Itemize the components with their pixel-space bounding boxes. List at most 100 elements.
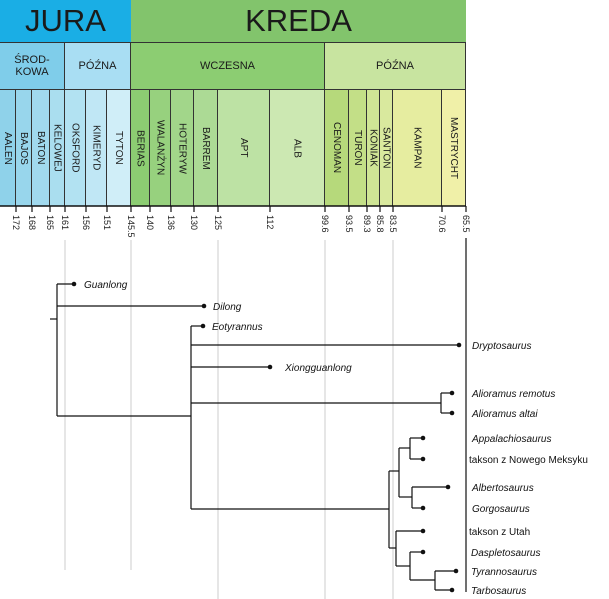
stage-15-label: KONIAK [367, 129, 379, 167]
tip-dot [71, 281, 77, 287]
tick-label: 161 [60, 215, 70, 231]
taxon-label: Alioramus altai [471, 409, 538, 420]
stage-3: KELOWEJ [50, 90, 65, 206]
stage-4: OKSFORD [65, 90, 86, 206]
epoch-0: ŚROD- KOWA [0, 43, 65, 90]
stage-7-label: BERIAS [134, 129, 146, 167]
stage-10: BARREM [194, 90, 218, 206]
tick-label: 145.5 [126, 215, 136, 238]
stage-0-label: AALEN [2, 131, 13, 165]
stage-0: AALEN [0, 90, 16, 206]
stage-17: KAMPAN [393, 90, 442, 206]
tip-dot [420, 505, 426, 511]
stage-18-label: MASTRYCHT [448, 116, 459, 180]
tip-dot [267, 364, 273, 370]
tick-label: 125 [213, 215, 223, 231]
taxon-label: Eotyrannus [212, 322, 263, 333]
tick-label: 89.3 [362, 215, 372, 233]
stage-11-label: APT [238, 138, 249, 158]
stage-9: HOTERYW [171, 90, 194, 206]
stage-15: KONIAK [367, 90, 380, 206]
taxon-label: Tarbosaurus [471, 586, 526, 597]
taxon-label: Dryptosaurus [472, 341, 531, 352]
period-1-label: KREDA [245, 3, 352, 38]
stage-8: WALANŻYN [150, 90, 171, 206]
stage-1: BAJOS [16, 90, 32, 206]
tick-label: 165 [45, 215, 55, 231]
epoch-1: PÓŹNA [65, 43, 131, 90]
stage-8-label: WALANŻYN [154, 120, 166, 176]
stage-2-label: BATON [35, 131, 46, 165]
stage-16-label: SANTON [380, 127, 392, 169]
stage-2: BATON [32, 90, 50, 206]
tip-dot [456, 342, 462, 348]
stage-12-label: ALB [291, 138, 303, 158]
stage-6: TYTON [107, 90, 131, 206]
period-1: KREDA [131, 0, 466, 43]
epoch-2-label: WCZESNA [200, 60, 255, 72]
taxon-label: takson z Nowego Meksyku [469, 455, 588, 466]
tick-label: 140 [145, 215, 155, 231]
epoch-3: PÓŹNA [325, 43, 466, 90]
stage-5-label: KIMERYD [90, 125, 102, 171]
stage-9-label: HOTERYW [176, 122, 188, 174]
stage-11: APT [218, 90, 270, 206]
stage-16: SANTON [380, 90, 393, 206]
tick-label: 168 [27, 215, 37, 231]
stage-12: ALB [270, 90, 325, 206]
tick-label: 136 [166, 215, 176, 231]
taxon-label: Gorgosaurus [472, 504, 530, 515]
stage-10-label: BARREM [200, 126, 211, 170]
stage-13: CENOMAN [325, 90, 349, 206]
tip-dot [420, 435, 426, 441]
tip-dot [420, 456, 426, 462]
tick-label: 130 [189, 215, 199, 231]
taxon-label: Xiongguanlong [284, 363, 352, 374]
tick-label: 172 [11, 215, 21, 231]
taxon-label: Alioramus remotus [471, 389, 555, 400]
period-0-label: JURA [25, 3, 106, 38]
tick-label: 70.6 [437, 215, 447, 233]
stage-4-label: OKSFORD [69, 123, 81, 173]
stage-6-label: TYTON [113, 131, 124, 165]
stage-5: KIMERYD [86, 90, 107, 206]
taxon-label: Dilong [213, 302, 242, 313]
period-0: JURA [0, 0, 131, 43]
taxon-label: Guanlong [84, 280, 128, 291]
stage-18: MASTRYCHT [442, 90, 466, 206]
tip-dot [449, 587, 455, 593]
epoch-1-label: PÓŹNA [78, 60, 117, 72]
tip-dot [201, 303, 207, 309]
tip-dot [449, 410, 455, 416]
tip-dot [453, 568, 459, 574]
tip-dot [449, 390, 455, 396]
taxon-label: Appalachiosaurus [471, 434, 552, 445]
stage-14: TURON [349, 90, 367, 206]
tip-dot [420, 549, 426, 555]
epoch-0-label: ŚROD- KOWA [14, 54, 50, 78]
tick-label: 156 [81, 215, 91, 231]
tip-dot [445, 484, 451, 490]
tick-label: 99.6 [320, 215, 330, 233]
epoch-2: WCZESNA [131, 43, 325, 90]
stage-1-label: BAJOS [18, 131, 29, 165]
tick-label: 65.5 [461, 215, 471, 233]
stage-7: BERIAS [131, 90, 150, 206]
taxon-label: Albertosaurus [471, 483, 534, 494]
taxon-label: Daspletosaurus [471, 548, 540, 559]
stage-14-label: TURON [352, 130, 363, 166]
stage-13-label: CENOMAN [331, 122, 342, 174]
tip-dot [200, 323, 206, 329]
taxon-label: takson z Utah [469, 527, 530, 538]
tick-label: 83.5 [388, 215, 398, 233]
tick-label: 85.8 [375, 215, 385, 233]
tick-label: 112 [265, 215, 275, 230]
tip-dot [420, 528, 426, 534]
tick-label: 93.5 [344, 215, 354, 233]
stage-17-label: KAMPAN [411, 127, 423, 169]
tick-label: 151 [102, 215, 112, 231]
taxon-label: Tyrannosaurus [471, 567, 537, 578]
epoch-3-label: PÓŹNA [376, 60, 414, 72]
